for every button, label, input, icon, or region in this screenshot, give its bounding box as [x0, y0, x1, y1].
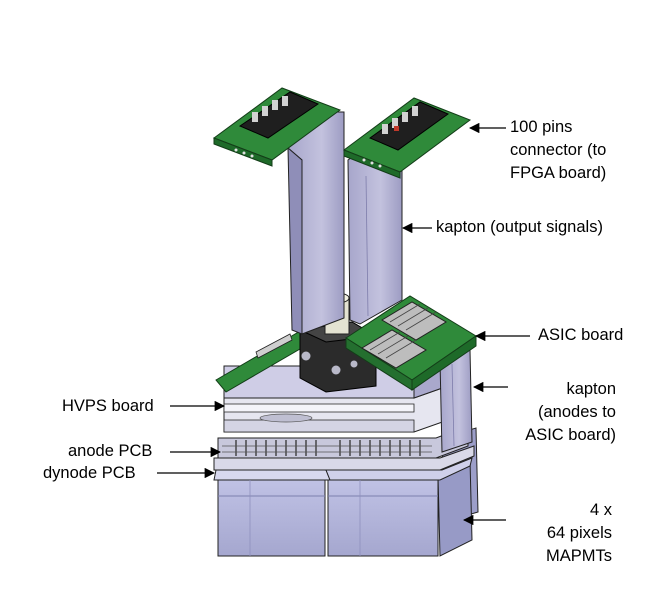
- label-asic-board: ASIC board: [538, 326, 624, 344]
- label-mapmts-line3: MAPMTs: [546, 547, 612, 565]
- label-mapmts-line2: 64 pixels: [546, 524, 612, 542]
- label-connector-line3: FPGA board): [510, 164, 607, 182]
- kapton-output-strips: [287, 111, 403, 335]
- mapmt-blocks: [213, 427, 479, 557]
- label-dynode-pcb: dynode PCB: [43, 464, 136, 482]
- label-kapton-anodes: kapton (anodes to ASIC board): [525, 378, 616, 447]
- left-connector-board: [212, 87, 342, 167]
- label-mapmts: 4 x 64 pixels MAPMTs: [546, 499, 612, 568]
- label-anode-pcb: anode PCB: [68, 442, 153, 460]
- pcb-stack: [213, 425, 475, 471]
- label-hvps-board: HVPS board: [62, 397, 154, 415]
- right-connector-board: [342, 97, 472, 179]
- label-kapton-anodes-line3: ASIC board): [525, 426, 616, 444]
- label-connector-line1: 100 pins: [510, 118, 573, 136]
- callout-arrows: [157, 122, 530, 526]
- asic-board-shape: [345, 295, 477, 391]
- label-kapton-anodes-line1: kapton: [566, 380, 616, 398]
- label-mapmts-line1: 4 x: [589, 501, 612, 519]
- label-connector: 100 pins connector (to FPGA board): [510, 116, 606, 185]
- label-connector-line2: connector (to: [510, 141, 607, 159]
- hvps-layer: [223, 385, 449, 433]
- label-kapton-anodes-line2: (anodes to: [538, 403, 616, 421]
- label-kapton-output: kapton (output signals): [436, 218, 603, 236]
